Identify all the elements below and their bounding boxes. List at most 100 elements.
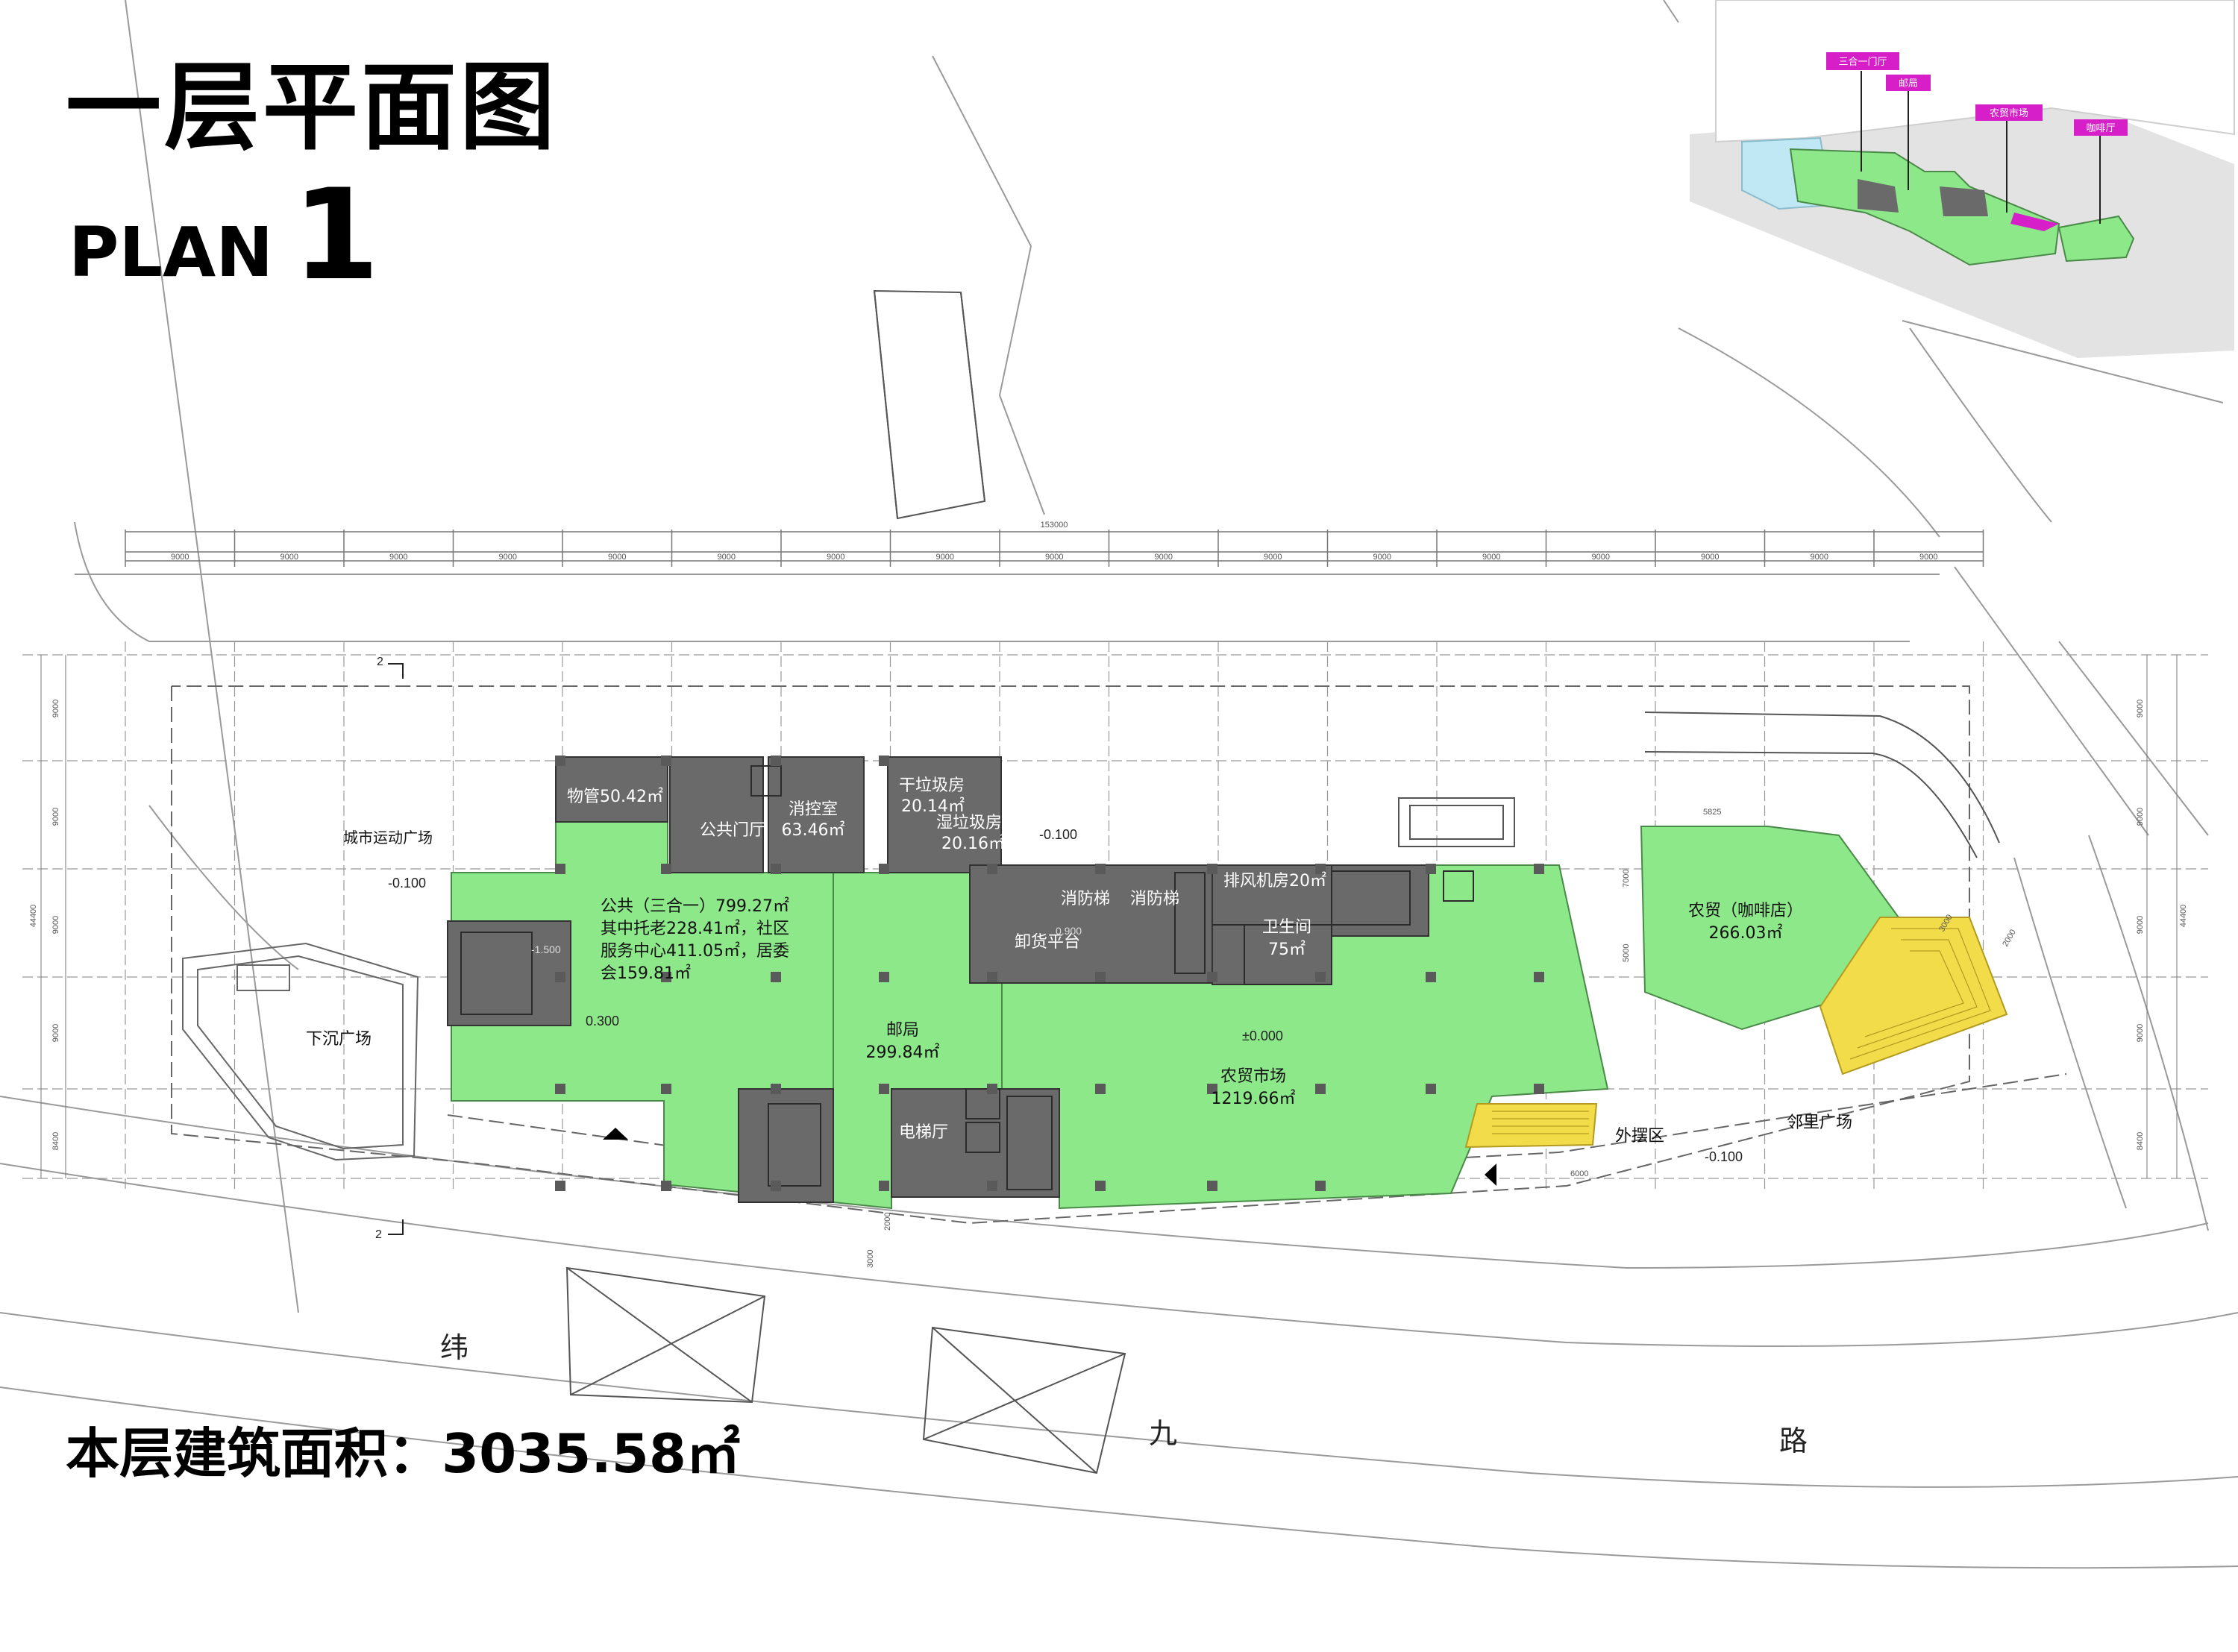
dimension-misc: 5000: [1622, 944, 1631, 962]
room-label-toilet-area: 75㎡: [1268, 940, 1306, 959]
column: [661, 864, 671, 874]
entrance-markers: [603, 1128, 1496, 1186]
column: [1426, 864, 1436, 874]
room-label-public-lobby: 公共门厅: [700, 821, 765, 840]
room-label-toilet: 卫生间: [1262, 918, 1311, 937]
level-mark: -0.100: [388, 876, 426, 891]
dimension-left: 9000: [51, 808, 60, 826]
column: [1207, 1084, 1217, 1094]
room-label-unloading: 卸货平台: [1015, 933, 1080, 952]
dimension-chain-top: [125, 531, 1983, 562]
column: [1534, 864, 1544, 874]
column: [771, 756, 781, 766]
room-label-fire-elevator-2: 消防梯: [1130, 890, 1179, 908]
room-label-sports-plaza: 城市运动广场: [343, 829, 433, 847]
plan-number: 1: [292, 162, 380, 308]
column: [1095, 1084, 1106, 1094]
room-label-dry-waste: 干垃圾房: [899, 776, 965, 795]
dimension-misc: 2000: [883, 1213, 892, 1231]
dimension-misc: 6000: [1570, 1169, 1588, 1178]
site-lines: [0, 0, 2238, 1569]
page-title: 一层平面图: [66, 52, 559, 163]
column: [1534, 1084, 1544, 1094]
dimension-left: 9000: [51, 916, 60, 934]
room-label-elevator-hall: 电梯厅: [899, 1123, 948, 1142]
column: [1207, 864, 1217, 874]
key-map: 三合一门厅 邮局 农贸市场 咖啡厅: [1690, 0, 2235, 358]
room-label-outdoor-seating: 外摆区: [1615, 1127, 1664, 1146]
level-marks: -0.100 0.300 ±0.000 -0.100 -0.100 0.900 …: [388, 827, 1743, 1164]
column: [879, 1084, 889, 1094]
column: [771, 864, 781, 874]
room-label-fire-elevator-1: 消防梯: [1061, 890, 1110, 908]
column: [771, 1181, 781, 1191]
section-marks: 2 2: [375, 656, 404, 1241]
dimension-misc: 3000: [866, 1250, 875, 1268]
column: [1426, 972, 1436, 982]
column: [879, 972, 889, 982]
column: [1095, 864, 1106, 874]
dimension-label: 9000: [1811, 553, 1828, 562]
room-label-public-line4: 会159.81㎡: [601, 964, 691, 983]
sunken-plaza: [182, 942, 419, 1161]
column: [661, 756, 671, 766]
floor-area-total: 本层建筑面积：3035.58㎡: [66, 1422, 740, 1485]
section-mark-bottom: 2: [375, 1228, 382, 1241]
column: [987, 972, 997, 982]
dimension-total: 153000: [1041, 521, 1068, 530]
dimension-label: 9000: [1264, 553, 1282, 562]
dimension-right: 9000: [2136, 1024, 2145, 1042]
room-label-cafe-area: 266.03㎡: [1709, 923, 1783, 943]
structural-columns: [555, 756, 1544, 1191]
dimension-right-total: 44400: [2179, 905, 2188, 928]
column: [1207, 1181, 1217, 1191]
outdoor-steps-yellow: [1819, 917, 2008, 1075]
column: [987, 1181, 997, 1191]
dimension-misc: 7000: [1622, 870, 1631, 888]
room-label-exhaust-room: 排风机房20㎡: [1223, 871, 1326, 891]
column: [879, 864, 889, 874]
column: [1095, 1181, 1106, 1191]
dimension-ticks: [125, 530, 1984, 567]
column: [555, 1084, 565, 1094]
dimension-right: 9000: [2136, 808, 2145, 826]
dimension-left: 9000: [51, 1024, 60, 1042]
dimension-label: 9000: [280, 553, 298, 562]
dimension-label: 9000: [389, 553, 407, 562]
key-map-label: 三合一门厅: [1838, 57, 1887, 68]
road-char: 路: [1779, 1425, 1808, 1457]
dimension-right: 9000: [2136, 916, 2145, 934]
dimension-misc: 2000: [2001, 928, 2018, 948]
column: [771, 972, 781, 982]
dimension-label: 9000: [171, 553, 189, 562]
column: [987, 864, 997, 874]
dimension-right: 8400: [2136, 1132, 2145, 1150]
room-labels: 物管50.42㎡ 公共门厅 消控室 63.46㎡ 干垃圾房 20.14㎡ 湿垃圾…: [306, 776, 1852, 1146]
room-label-market-area: 1219.66㎡: [1212, 1089, 1296, 1108]
column: [555, 756, 565, 766]
column: [771, 1084, 781, 1094]
dimension-label: 9000: [1701, 553, 1719, 562]
column: [879, 756, 889, 766]
dimension-left: 8400: [51, 1132, 60, 1150]
room-label-wuguan: 物管50.42㎡: [567, 787, 663, 806]
road-char: 纬: [440, 1331, 468, 1364]
stair-boxes: [565, 289, 2000, 1474]
room-label-public: 公共（三合一）799.27㎡: [601, 896, 789, 916]
dimension-chain-right: 44400 9000 9000 9000 9000 8400: [2136, 655, 2188, 1178]
room-label-wet-waste: 湿垃圾房: [936, 814, 1002, 832]
column: [555, 864, 565, 874]
column: [1534, 972, 1544, 982]
dimension-label: 9000: [499, 553, 517, 562]
room-label-post-office: 邮局: [886, 1021, 919, 1040]
level-mark: -0.100: [1039, 827, 1077, 842]
room-label-wet-waste-area: 20.16㎡: [941, 834, 1005, 853]
service-rooms-gray: [447, 756, 1429, 1203]
dimension-left-total: 44400: [29, 905, 38, 928]
stair-treads: [1492, 928, 1991, 1134]
column: [555, 1181, 565, 1191]
room-label-post-office-area: 299.84㎡: [866, 1043, 940, 1062]
level-mark: 0.900: [1056, 925, 1082, 937]
level-mark: -0.100: [1705, 1149, 1743, 1164]
